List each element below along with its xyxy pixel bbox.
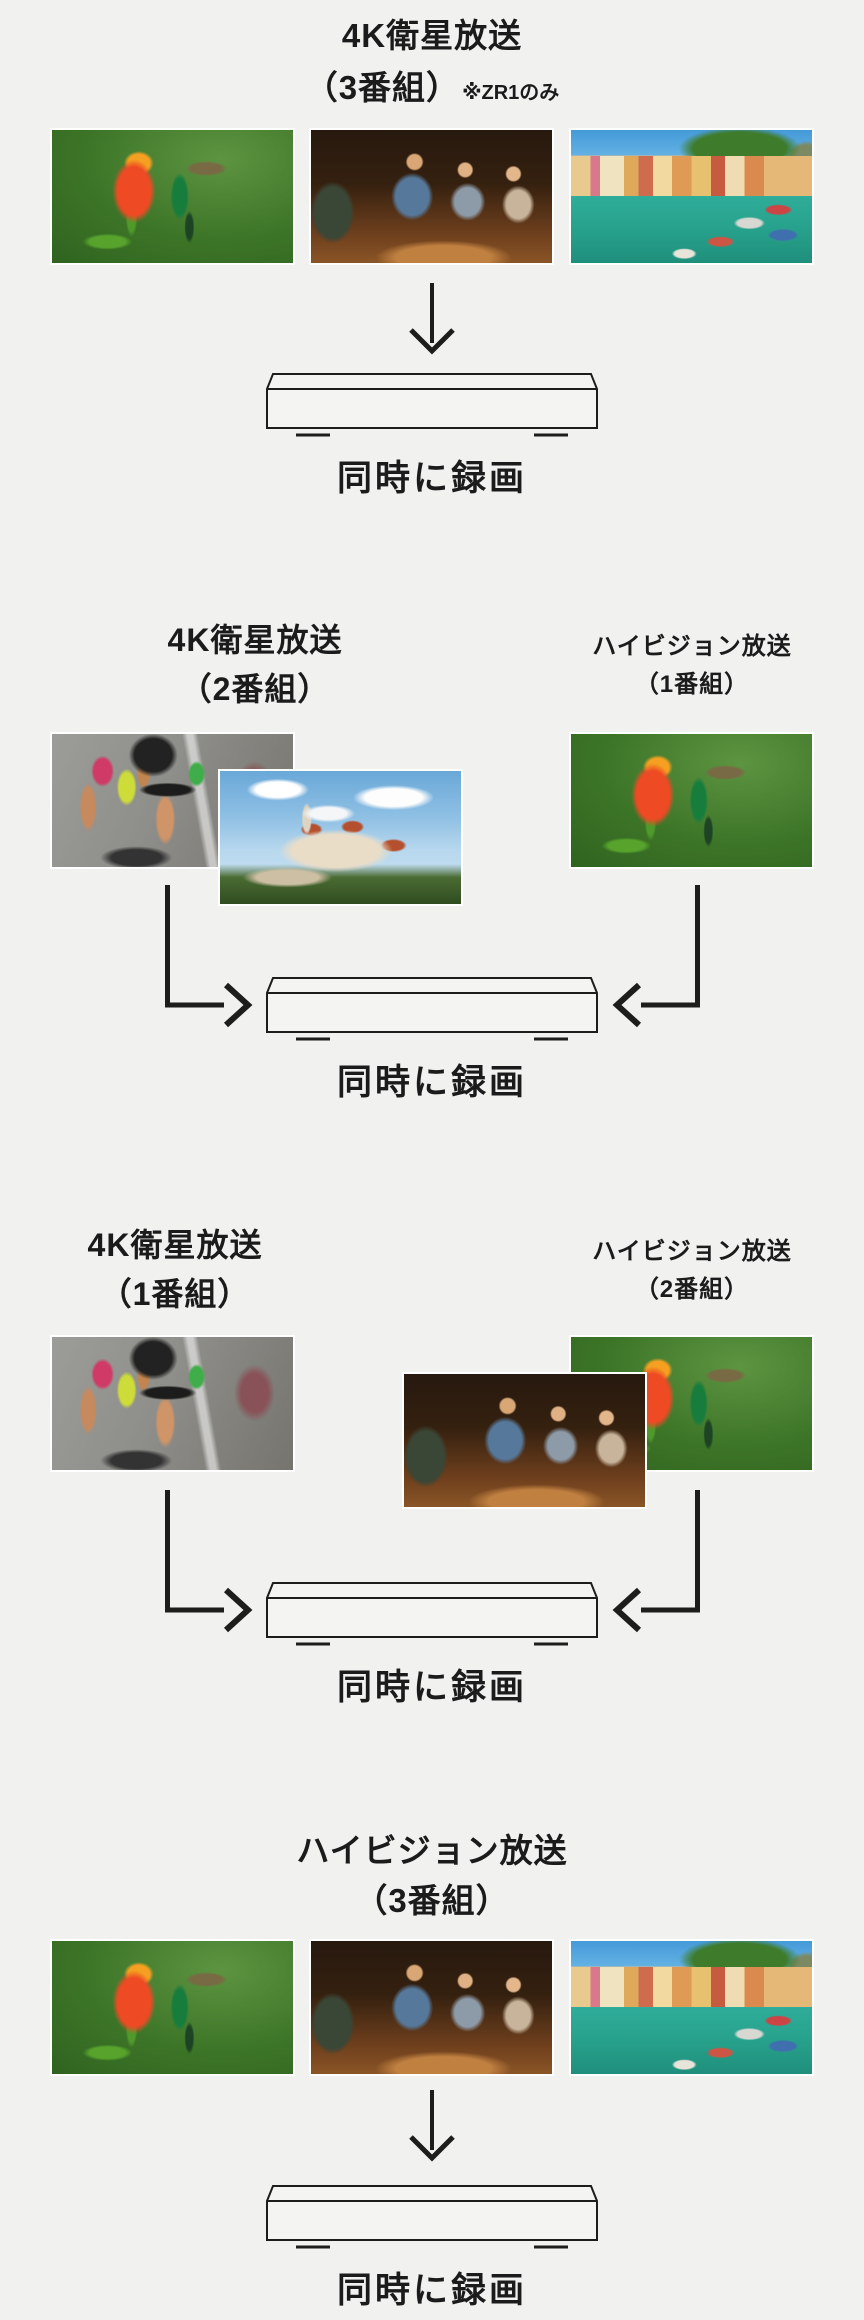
result-label: 同時に録画 (336, 2271, 527, 2310)
cycling-race-photo (50, 1335, 295, 1472)
title-line1: ハイビジョン放送 (592, 633, 792, 660)
elbow-arrow-left-icon (165, 1490, 253, 1633)
elbow-arrow-right-icon (612, 885, 700, 1028)
down-arrow-icon (409, 283, 455, 355)
left-title: 4K衛星放送 （2番組） (50, 616, 460, 714)
program-count: （2番組） (634, 1276, 750, 1303)
down-arrow-icon (409, 2090, 455, 2162)
right-title: ハイビジョン放送 （2番組） (530, 1233, 854, 1309)
recorder-device-icon (266, 1582, 598, 1646)
dinner-party-photo (402, 1372, 647, 1509)
harbor-village-photo (569, 128, 814, 265)
title-line1: 4K衛星放送 (341, 17, 523, 54)
castle-photo (218, 769, 463, 906)
hummingbird-photo (569, 732, 814, 869)
title-line1: ハイビジョン放送 (296, 1832, 568, 1869)
result-label: 同時に録画 (336, 1063, 527, 1102)
section-title: ハイビジョン放送 （3番組） (0, 1826, 864, 1926)
program-count: （1番組） (99, 1276, 251, 1312)
elbow-arrow-left-icon (165, 885, 253, 1028)
left-title: 4K衛星放送 （1番組） (50, 1221, 300, 1319)
model-note: ※ZR1のみ (462, 82, 560, 104)
elbow-arrow-right-icon (612, 1490, 700, 1633)
recorder-device-icon (266, 2185, 598, 2249)
hummingbird-photo (50, 128, 295, 265)
title-line1: ハイビジョン放送 (592, 1238, 792, 1265)
dinner-party-photo (309, 128, 554, 265)
program-count: （3番組） (304, 69, 461, 106)
program-count: （3番組） (354, 1882, 510, 1919)
result-label: 同時に録画 (336, 1668, 527, 1707)
title-line1: 4K衛星放送 (87, 1227, 263, 1263)
result-label: 同時に録画 (336, 459, 527, 498)
program-count: （1番組） (634, 671, 750, 698)
program-count: （2番組） (179, 671, 331, 707)
title-line1: 4K衛星放送 (167, 622, 343, 658)
recorder-device-icon (266, 977, 598, 1041)
harbor-village-photo (569, 1939, 814, 2076)
section-title: 4K衛星放送 （3番組） ※ZR1のみ (0, 10, 864, 119)
hummingbird-photo (50, 1939, 295, 2076)
recorder-device-icon (266, 373, 598, 437)
right-title: ハイビジョン放送 （1番組） (530, 628, 854, 704)
title-line2: （3番組） ※ZR1のみ (0, 62, 864, 119)
dinner-party-photo (309, 1939, 554, 2076)
